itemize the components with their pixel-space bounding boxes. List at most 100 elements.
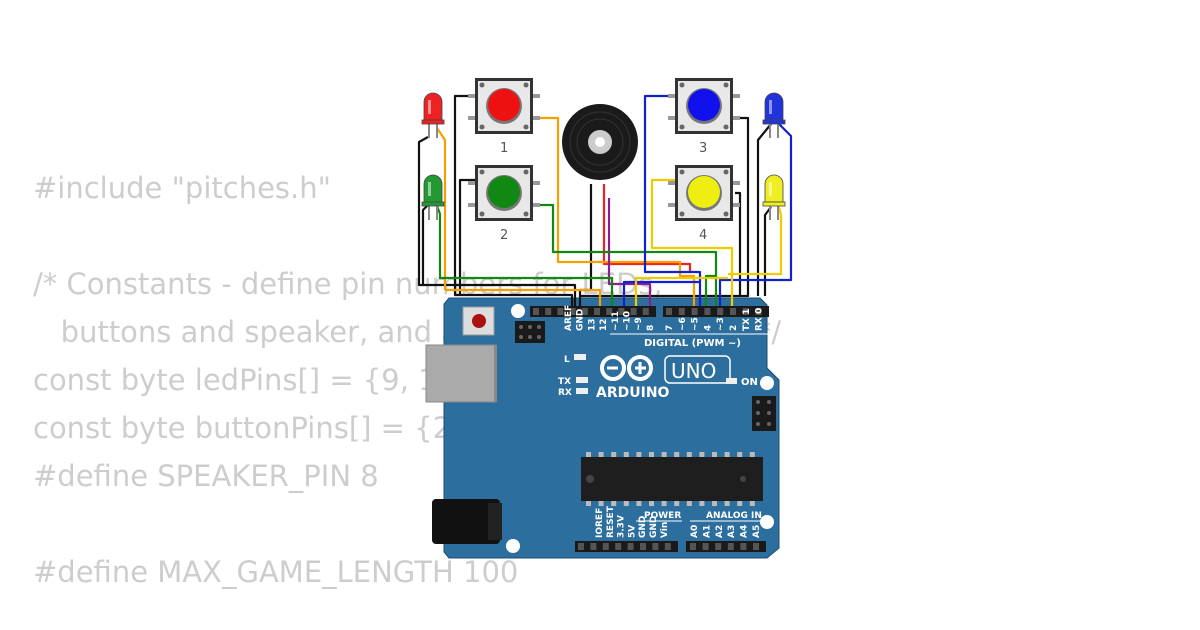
chip-pin [661, 501, 667, 506]
pushbutton-1[interactable] [468, 78, 540, 134]
analog-pin-label: A5 [752, 525, 762, 538]
header-pin [715, 543, 722, 550]
header-pin-label: ~10 [623, 311, 633, 331]
button-screw [723, 82, 729, 88]
pushbutton-3[interactable] [668, 78, 740, 134]
header-pin [717, 308, 724, 315]
header-pin [742, 308, 749, 315]
button-3-label: 3 [699, 141, 707, 156]
chip-pin [598, 452, 604, 457]
button-leg [733, 116, 740, 120]
chip-pin [598, 501, 604, 506]
digital-header-right [663, 306, 769, 317]
button-leg [668, 116, 675, 120]
header-pin-label: 4 [703, 325, 713, 331]
tx-led [576, 377, 588, 383]
header-pin [615, 543, 622, 550]
pushbutton-4[interactable] [668, 165, 740, 221]
microcontroller-chip [581, 452, 763, 506]
button-leg [468, 116, 475, 120]
led-red[interactable] [421, 92, 445, 138]
button-leg [533, 181, 540, 185]
header-pin [664, 543, 671, 550]
chip-pin [749, 501, 755, 506]
icsp-header-top [515, 321, 545, 343]
digital-label: DIGITAL (PWM ~) [644, 338, 741, 349]
buzzer[interactable] [562, 104, 638, 180]
header-pin [578, 543, 584, 550]
chip-pin [611, 452, 617, 457]
chip-pin [699, 452, 705, 457]
reset-button-cap[interactable] [472, 314, 486, 328]
tx-led-label: TX [558, 377, 571, 387]
model-name: UNO [671, 359, 716, 383]
button-leg [668, 94, 675, 98]
header-pin-label: GND [576, 309, 586, 331]
chip-pin [586, 452, 591, 457]
l-led [574, 354, 586, 360]
header-pin [704, 308, 711, 315]
pushbutton-2[interactable] [468, 165, 540, 221]
header-pin [602, 543, 609, 550]
led-green[interactable] [421, 174, 445, 220]
wire-black [421, 204, 429, 285]
button-screw [679, 169, 685, 175]
button-cap[interactable] [688, 89, 720, 121]
analog-header [686, 541, 766, 552]
rx-led-label: RX [558, 388, 572, 398]
wire-orange [445, 288, 602, 306]
led-yellow[interactable] [762, 174, 786, 220]
chip-pin [737, 452, 743, 457]
on-led [726, 378, 737, 384]
wire-orange [436, 127, 447, 290]
led-blue[interactable] [762, 92, 786, 138]
button-screw [679, 82, 685, 88]
header-pin [557, 308, 564, 315]
wire-yellow [728, 206, 783, 276]
button-screw [679, 124, 685, 130]
wire-yellow [634, 276, 728, 306]
header-pin [642, 308, 649, 315]
led-body [764, 92, 784, 121]
led-highlight [769, 100, 772, 114]
header-pin [690, 543, 696, 550]
chip-pin [724, 501, 730, 506]
header-pin [702, 543, 709, 550]
header-pin [627, 543, 634, 550]
header-pin [618, 308, 625, 315]
wire-black [453, 94, 574, 306]
header-pin [640, 543, 646, 550]
header-pin [730, 308, 736, 315]
digital-header-left [530, 306, 656, 317]
header-pin-label: ~3 [716, 317, 726, 331]
button-screw [479, 124, 485, 130]
header-pin-label: ~6 [678, 317, 688, 331]
button-cap[interactable] [488, 176, 520, 208]
led-highlight [428, 100, 431, 114]
analog-label: ANALOG IN [706, 511, 762, 521]
chip-pin [611, 501, 617, 506]
button-screw [523, 82, 529, 88]
header-pin [630, 308, 637, 315]
header-pin [569, 308, 576, 315]
header-pin [652, 543, 659, 550]
chip-pin [674, 501, 680, 506]
chip-pin [712, 501, 717, 506]
header-pin-label: 2 [729, 325, 739, 331]
wire-blue [643, 94, 702, 306]
wire-green [435, 205, 614, 306]
button-screw [479, 211, 485, 217]
header-pin [740, 543, 747, 550]
power-pin-label: GND [649, 516, 659, 538]
led-highlight [769, 182, 772, 196]
button-cap[interactable] [488, 89, 520, 121]
button-screw [723, 211, 729, 217]
led-rim [421, 119, 445, 125]
button-leg [733, 94, 740, 98]
button-cap[interactable] [688, 176, 720, 208]
analog-pin-label: A2 [715, 525, 725, 538]
chip-pin [623, 501, 629, 506]
wire-blue [718, 123, 793, 306]
